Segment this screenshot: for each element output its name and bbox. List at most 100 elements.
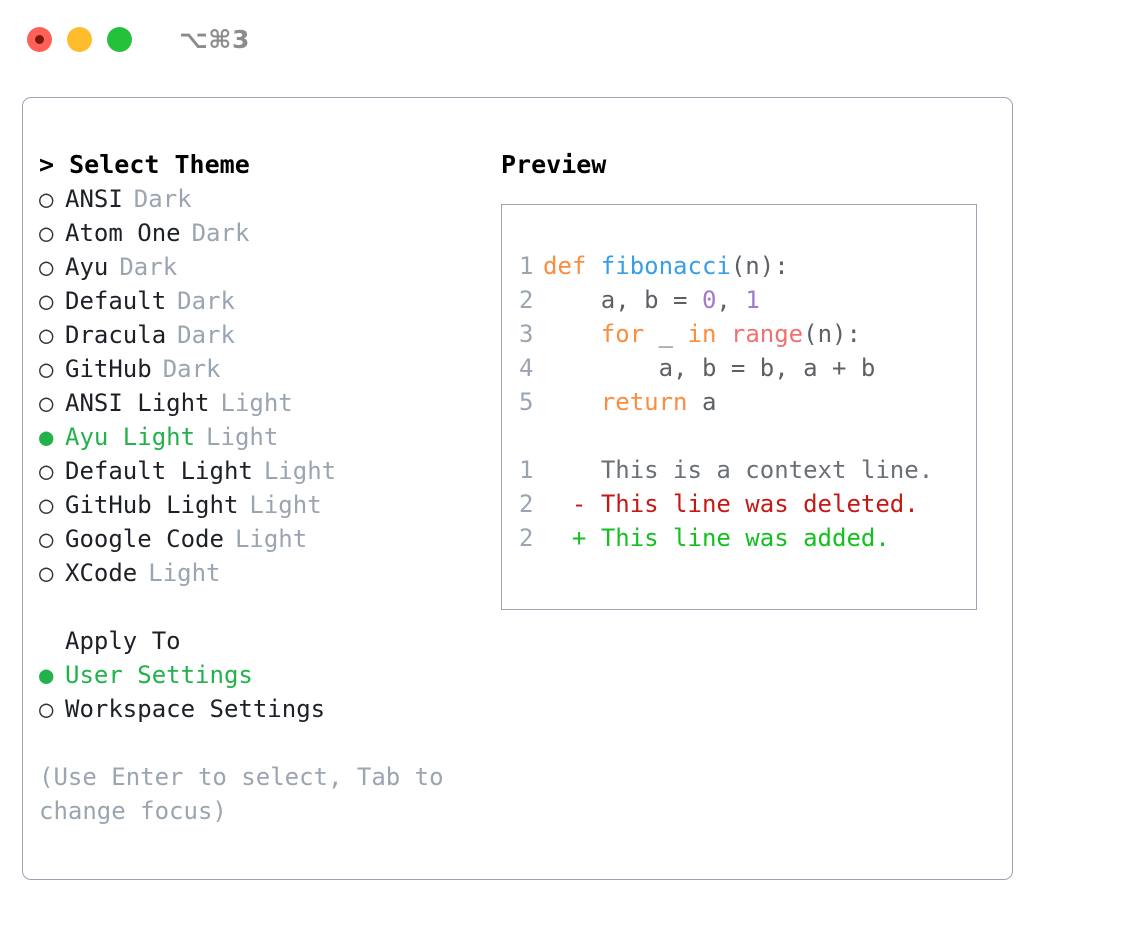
diff-sign: + [571, 524, 587, 552]
radio-unselected-icon: ○ [39, 695, 54, 723]
keyboard-hint-text: (Use Enter to select, Tab to change focu… [39, 763, 459, 825]
line-number: 4 [519, 354, 534, 382]
theme-option-tag: Dark [162, 355, 221, 383]
theme-option-ansi[interactable]: ○ ANSI Dark [39, 182, 489, 216]
diff-text: This line was added. [600, 524, 890, 552]
minimize-button-icon[interactable] [67, 26, 92, 52]
theme-option-label: XCode [65, 559, 138, 587]
code-token-plain: (n): [730, 252, 789, 280]
theme-option-label: Atom One [65, 219, 181, 247]
apply-to-list: ● User Settings ○ Workspace Settings [39, 658, 489, 726]
keyboard-shortcut-label: ⌥⌘3 [179, 24, 250, 54]
radio-unselected-icon: ○ [39, 253, 54, 281]
maximize-button-icon[interactable] [107, 26, 132, 52]
radio-unselected-icon: ○ [39, 321, 54, 349]
theme-option-label: Google Code [65, 525, 224, 553]
theme-option-label: ANSI [65, 185, 123, 213]
radio-unselected-icon: ○ [39, 525, 54, 553]
diff-text: This line was deleted. [600, 490, 919, 518]
diff-line-text: + This line was added. [543, 524, 890, 552]
radio-unselected-icon: ○ [39, 219, 54, 247]
code-token-plain: _ [644, 320, 688, 348]
diff-line-text: - This line was deleted. [543, 490, 919, 518]
diff-line-added: 2 + This line was added. [519, 521, 976, 555]
theme-option-github-light[interactable]: ○ GitHub Light Light [39, 488, 489, 522]
list-spacer [39, 590, 489, 624]
theme-option-atom-one[interactable]: ○ Atom One Dark [39, 216, 489, 250]
theme-option-default[interactable]: ○ Default Dark [39, 284, 489, 318]
theme-option-github[interactable]: ○ GitHub Dark [39, 352, 489, 386]
line-number: 1 [519, 252, 534, 280]
theme-option-tag: Dark [177, 287, 235, 315]
theme-option-label: GitHub [65, 355, 152, 383]
radio-unselected-icon: ○ [39, 287, 54, 315]
title-bar: ⌥⌘3 [0, 0, 1140, 78]
code-token-number: 0 [701, 286, 717, 314]
theme-option-tag: Light [249, 491, 322, 519]
code-token-plain: a, b = b, a + b [543, 354, 876, 382]
theme-option-label: Default [65, 287, 167, 315]
apply-option-label: User Settings [65, 661, 253, 689]
code-line: 4 a, b = b, a + b [519, 351, 976, 385]
code-token-keyword: in [687, 320, 717, 348]
line-number: 2 [519, 286, 534, 314]
line-number: 5 [519, 388, 534, 416]
diff-line-context: 1 This is a context line. [519, 453, 976, 487]
select-theme-heading: > Select Theme [39, 148, 489, 182]
code-line: 5 return a [519, 385, 976, 419]
radio-unselected-icon: ○ [39, 457, 54, 485]
radio-unselected-icon: ○ [39, 185, 54, 213]
code-line: 2 a, b = 0, 1 [519, 283, 976, 317]
diff-line-deleted: 2 - This line was deleted. [519, 487, 976, 521]
line-number: 3 [519, 320, 534, 348]
theme-option-tag: Dark [119, 253, 178, 281]
diff-line-text: This is a context line. [543, 456, 933, 484]
theme-option-ayu[interactable]: ○ Ayu Dark [39, 250, 489, 284]
radio-unselected-icon: ○ [39, 389, 54, 417]
code-token-number: 1 [745, 286, 760, 314]
apply-option-user-settings[interactable]: ● User Settings [39, 658, 489, 692]
caret-icon: > [39, 150, 55, 179]
code-token-keyword: for [600, 320, 645, 348]
radio-unselected-icon: ○ [39, 491, 54, 519]
line-number: 2 [519, 524, 534, 552]
apply-option-workspace-settings[interactable]: ○ Workspace Settings [39, 692, 489, 726]
theme-option-label: Ayu [65, 253, 109, 281]
theme-option-label: Ayu Light [65, 423, 196, 451]
code-token-keyword: return [600, 388, 688, 416]
preview-heading: Preview [501, 150, 607, 179]
apply-to-heading: Apply To [65, 627, 181, 655]
theme-option-label: GitHub Light [65, 491, 239, 519]
diff-sign [572, 456, 586, 484]
radio-selected-icon: ● [39, 661, 54, 689]
line-number: 1 [519, 456, 534, 484]
code-token-function: fibonacci [600, 252, 731, 280]
theme-option-tag: Light [148, 559, 221, 587]
code-token-plain [543, 388, 601, 416]
code-token-plain: a, b = [543, 286, 702, 314]
diff-text: This is a context line. [600, 456, 934, 484]
line-number: 2 [519, 490, 534, 518]
radio-unselected-icon: ○ [39, 355, 54, 383]
theme-option-tag: Dark [177, 321, 235, 349]
code-line: 3 for _ in range(n): [519, 317, 976, 351]
code-token-builtin: range [730, 320, 804, 348]
code-token-plain: , [716, 286, 746, 314]
apply-option-label: Workspace Settings [65, 695, 326, 723]
close-button-icon[interactable] [27, 26, 52, 52]
theme-option-tag: Dark [191, 219, 250, 247]
select-theme-heading-label: Select Theme [69, 150, 250, 179]
theme-option-tag: Dark [133, 185, 192, 213]
